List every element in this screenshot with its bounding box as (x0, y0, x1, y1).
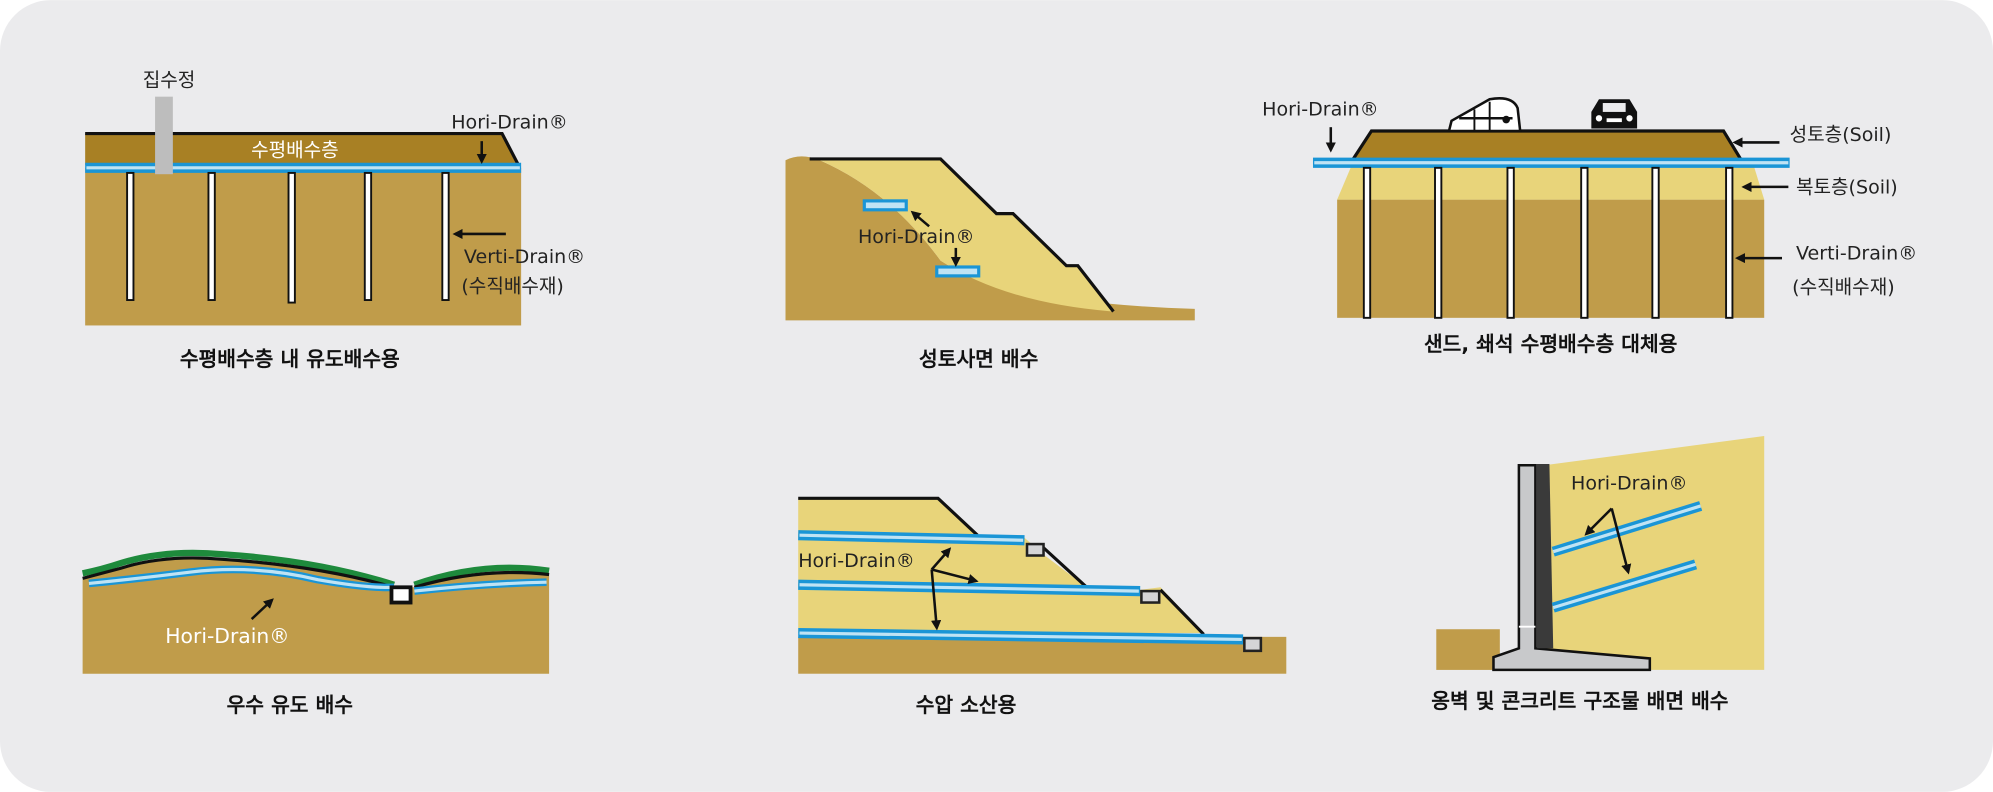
sump-well (155, 96, 173, 175)
hori-drain (862, 199, 908, 212)
base-soil (85, 167, 522, 326)
panel-sand-layer-replacement: Hori-Drain® 성토층(Soil) 복토층(Soil) Verti-Dr… (1262, 97, 1917, 356)
embankment-label: 성토층(Soil) (1790, 124, 1892, 146)
hori-drain-label: Hori-Drain® (1571, 472, 1688, 494)
panel-caption: 옹벽 및 콘크리트 구조물 배면 배수 (1431, 689, 1728, 713)
hori-drain-label: Hori-Drain® (798, 550, 915, 572)
verti-drain-sub-label: (수직배수재) (461, 275, 563, 297)
layer-label: 수평배수층 (251, 139, 339, 161)
panel-pressure-relief: Hori-Drain® 수압 소산용 (798, 496, 1287, 717)
hori-drain-label: Hori-Drain® (451, 111, 568, 133)
arrow-icon (930, 547, 952, 571)
arrow-icon (910, 210, 930, 228)
panel-retaining-wall-drain: Hori-Drain® 옹벽 및 콘크리트 구조물 배면 배수 (1431, 436, 1765, 713)
hori-drain (935, 265, 981, 278)
collection-box (1140, 589, 1161, 604)
gravel-backfill (1536, 464, 1554, 649)
hori-drain-label: Hori-Drain® (1262, 99, 1379, 121)
hori-drain-label: Hori-Drain® (165, 624, 289, 648)
arrow-icon (250, 598, 274, 620)
arrow-icon (1610, 508, 1632, 575)
hori-drain-label: Hori-Drain® (858, 226, 975, 248)
verti-drain-sub-label: (수직배수재) (1792, 277, 1894, 299)
panel-horizontal-layer-drain: 집수정 수평배수층 Hori-Drain® Verti-Drain® (수직배수… (85, 70, 585, 371)
arrow-icon (1584, 507, 1613, 536)
panel-caption: 샌드, 쇄석 수평배수층 대체용 (1424, 332, 1677, 356)
arrow-icon (930, 569, 942, 631)
panel-caption: 수평배수층 내 유도배수용 (180, 347, 400, 371)
panel-caption: 성토사면 배수 (919, 347, 1038, 371)
retaining-wall (1492, 464, 1652, 672)
panel-embankment-slope-drain: Hori-Drain® 성토사면 배수 (785, 156, 1195, 371)
verti-drain-label: Verti-Drain® (1796, 242, 1917, 264)
panel-rainwater-drain: Hori-Drain® 우수 유도 배수 (81, 549, 550, 717)
collection-box (1025, 542, 1045, 557)
cover-soil-label: 복토층(Soil) (1796, 176, 1898, 198)
collection-box (1243, 636, 1263, 653)
verti-drains (1362, 166, 1734, 319)
panel-caption: 수압 소산용 (916, 693, 1017, 717)
grass (81, 549, 550, 588)
panel-caption: 우수 유도 배수 (227, 693, 353, 717)
sump-label: 집수정 (143, 70, 196, 92)
train-icon (1447, 97, 1522, 133)
verti-drain-label: Verti-Drain® (464, 246, 585, 268)
arrow-icon (931, 568, 979, 584)
verti-drains (126, 171, 450, 304)
horizontal-drain-layer (85, 133, 519, 166)
collection-box (389, 585, 413, 605)
car-icon (1591, 99, 1638, 129)
